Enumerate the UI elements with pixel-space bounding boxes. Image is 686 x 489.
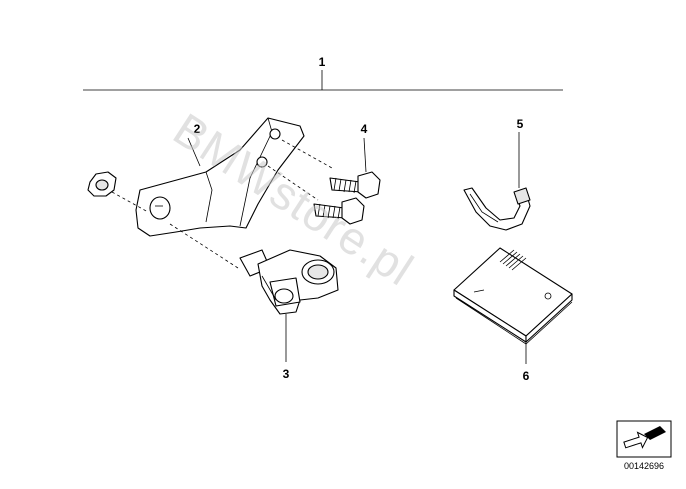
assembly-header: 1 — [83, 55, 563, 91]
reference-box: 00142696 — [616, 420, 672, 471]
bolt-alignment-lower — [267, 165, 319, 201]
socket-part: 3 — [239, 249, 339, 381]
reference-number: 00142696 — [624, 461, 664, 471]
nut-part — [87, 171, 149, 213]
sheet-icon — [644, 426, 666, 440]
arrow-icon — [623, 431, 649, 449]
socket-alignment — [169, 223, 239, 269]
label-socket: 3 — [283, 367, 290, 381]
label-bracket: 2 — [194, 122, 201, 136]
label-assembly: 1 — [319, 55, 326, 69]
clamp-part: 5 — [463, 117, 531, 231]
label-clamp: 5 — [517, 117, 524, 131]
bracket-part: 2 — [135, 117, 305, 237]
label-manual: 6 — [523, 369, 530, 383]
bolt-part: 4 — [313, 122, 381, 225]
label-bolt: 4 — [361, 122, 368, 136]
manual-part: 6 — [453, 247, 573, 383]
